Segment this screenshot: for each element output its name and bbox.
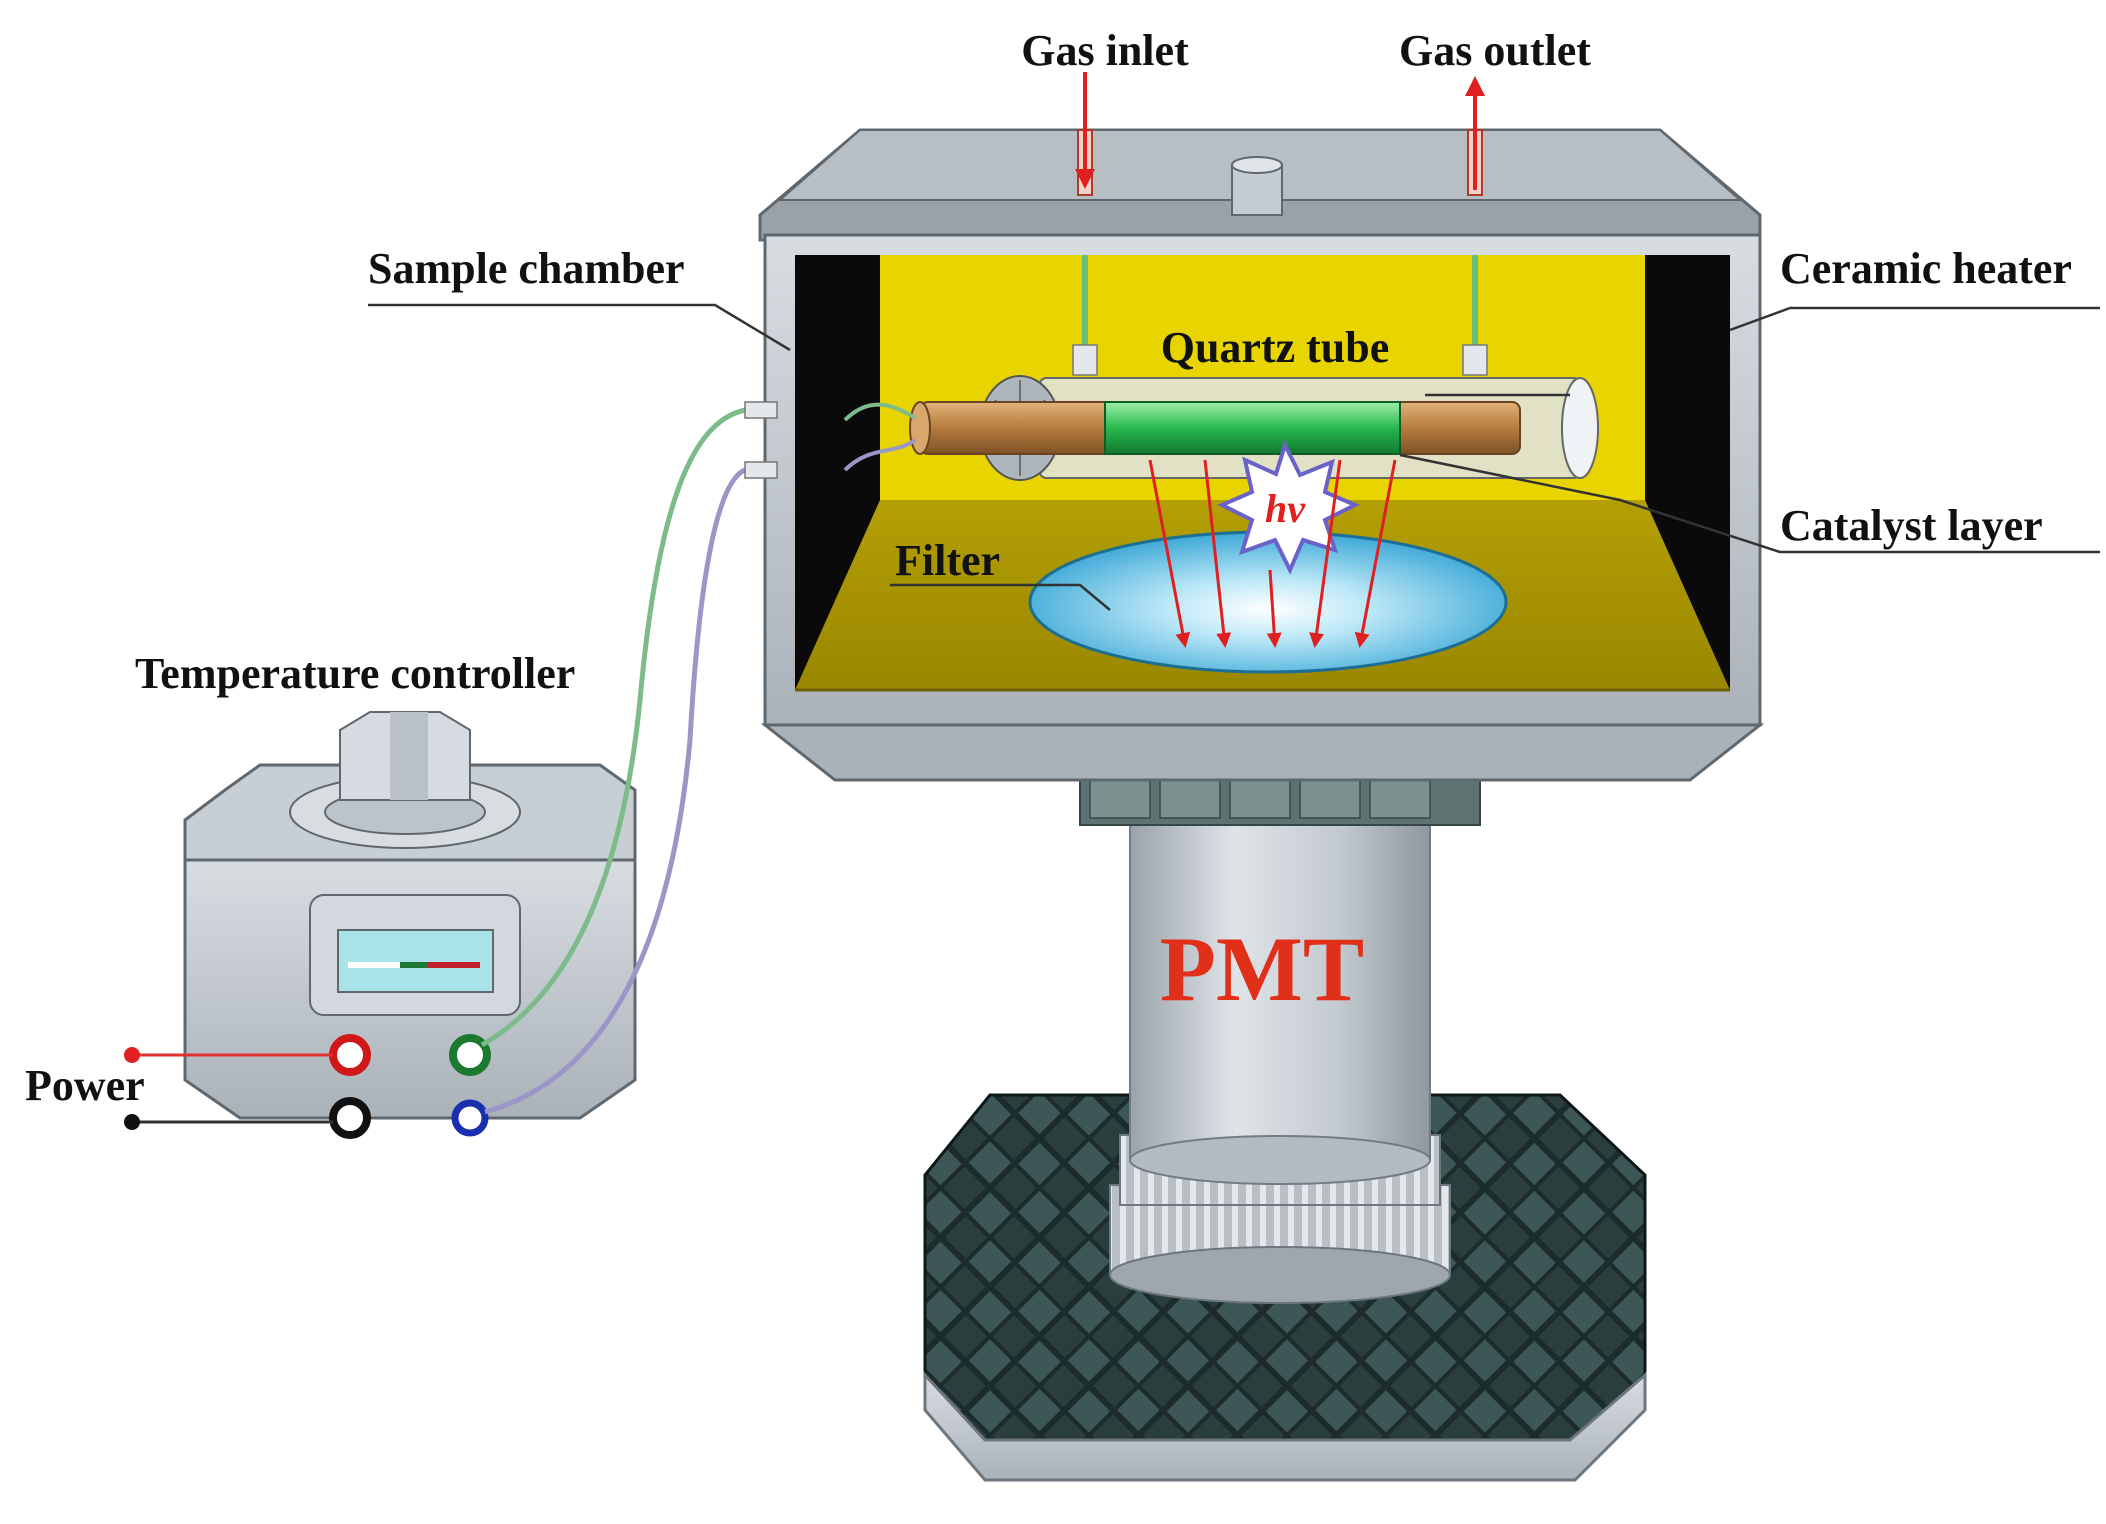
label-temperature-controller: Temperature controller <box>135 649 575 698</box>
label-quartz-tube: Quartz tube <box>1161 323 1390 372</box>
terminal-blue[interactable] <box>451 1099 489 1137</box>
label-power: Power <box>25 1061 145 1110</box>
photon-burst <box>1217 439 1360 575</box>
controller-cables <box>480 401 778 1115</box>
quartz-tube <box>909 375 1599 481</box>
terminal-red[interactable] <box>329 1034 371 1076</box>
label-sample-chamber: Sample chamber <box>368 244 685 293</box>
terminal-green[interactable] <box>449 1034 491 1076</box>
pmt-label: PMT <box>1160 918 1364 1020</box>
light-rays <box>1148 459 1397 648</box>
heater-wires <box>843 402 917 472</box>
pmt-cylinder <box>1079 740 1481 1304</box>
label-filter: Filter <box>895 536 1000 585</box>
leader-lines <box>368 303 2100 611</box>
terminal-black[interactable] <box>329 1097 371 1139</box>
temperature-controller <box>183 711 637 1120</box>
label-gas-inlet: Gas inlet <box>1021 26 1189 75</box>
label-gas-outlet: Gas outlet <box>1399 26 1591 75</box>
hv-label: hv <box>1265 486 1306 531</box>
gas-lines <box>1072 129 1488 376</box>
label-ceramic-heater: Ceramic heater <box>1780 244 2072 293</box>
power-leads <box>124 1047 333 1130</box>
label-catalyst-layer: Catalyst layer <box>1780 501 2043 550</box>
